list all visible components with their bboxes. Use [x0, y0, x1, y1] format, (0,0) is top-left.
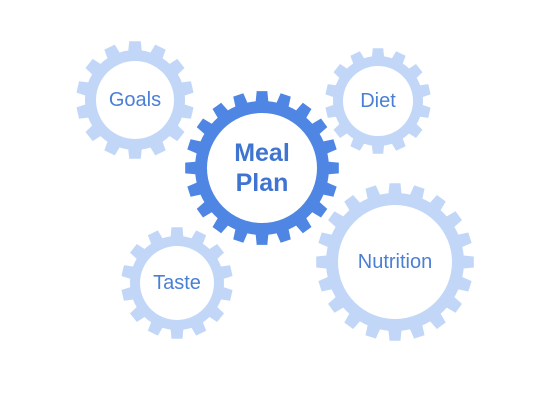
gear-diet: Diet [325, 48, 431, 154]
gear-taste: Taste [121, 227, 233, 339]
gear-meal-plan-hub [207, 113, 317, 223]
gear-nutrition: Nutrition [316, 183, 474, 341]
gear-nutrition-label: Nutrition [358, 251, 432, 273]
gear-nutrition-hub [338, 205, 452, 319]
gear-meal-plan-label: Meal [234, 139, 290, 167]
gear-taste-hub [140, 246, 214, 320]
gear-meal-plan-label: Plan [236, 169, 289, 197]
gear-goals: Goals [76, 41, 194, 159]
gear-diet-label: Diet [360, 90, 396, 112]
gear-goals-hub [96, 61, 174, 139]
gear-diet-hub [343, 66, 413, 136]
gear-taste-label: Taste [153, 272, 201, 294]
gear-goals-label: Goals [109, 89, 161, 111]
